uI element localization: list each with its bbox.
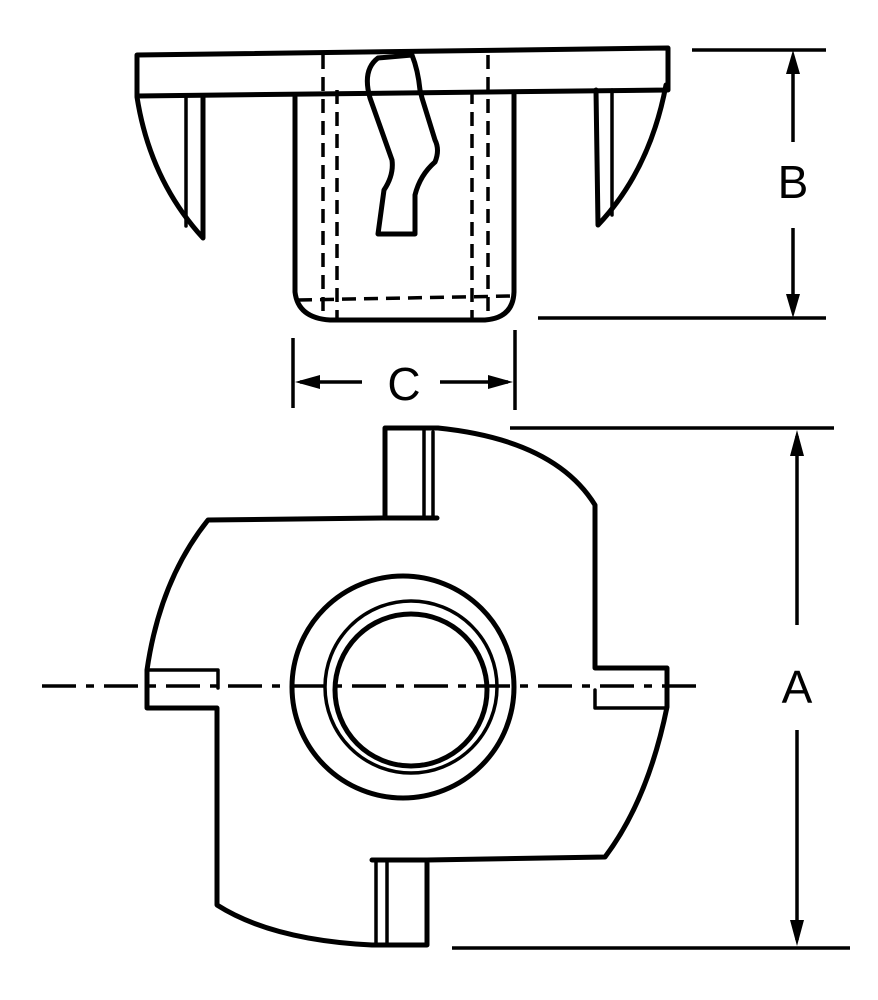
flange [134,45,671,99]
s-slot [364,52,440,237]
dimension-c-label: C [387,358,420,410]
dimension-a: A [452,426,850,950]
side-view [134,45,671,323]
hidden-line-bottom [297,294,513,302]
dimension-b-label: B [778,156,809,208]
dimension-a-arrow-down [790,920,804,946]
dimension-a-label: A [782,661,813,713]
barrel-thread-ring [323,599,499,775]
right-prong-slot [593,688,669,710]
left-prong [134,94,206,241]
dimension-c-arrow-left [295,375,320,389]
nut-outline [144,425,670,948]
dimension-a-arrow-up [790,430,804,456]
dimension-b-arrow-down [786,294,800,318]
right-prong [593,82,669,228]
barrel [292,91,517,323]
dimension-c-arrow-right [488,375,513,389]
barrel-bore [332,611,490,769]
dimension-b: B [538,48,826,320]
dimension-c: C [291,330,517,410]
left-prong-slot [145,668,220,690]
dimension-b-arrow-up [786,50,800,74]
